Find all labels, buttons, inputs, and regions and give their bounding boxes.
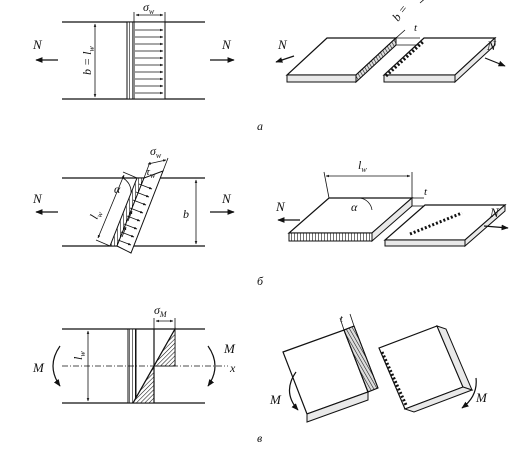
figure-v-stress-label: σM xyxy=(154,303,168,319)
figure-b-force-right: N xyxy=(221,191,232,206)
figure-v-length-label: lw xyxy=(71,351,87,360)
figure-v-moment-left: M xyxy=(32,360,45,375)
figure-v-iso-thickness-label: t xyxy=(340,314,343,325)
figure-a-isometric: b = t N N xyxy=(275,0,506,84)
figure-b-iso-force-right: N xyxy=(489,205,500,220)
figure-b-iso-length-label: lw xyxy=(358,158,367,174)
figure-b-width-label: b xyxy=(183,207,189,221)
figure-b-length-label: lw xyxy=(87,207,105,222)
figure-b-sigma-label: σw xyxy=(150,144,162,160)
figure-a-caption: а xyxy=(257,119,263,133)
figure-b-iso-angle-label: α xyxy=(351,200,358,214)
figure-a-iso-width-label: b = xyxy=(389,2,411,24)
figure-a-stress-arrows xyxy=(135,28,164,95)
figure-a-force-left: N xyxy=(32,37,43,52)
figure-b-iso-thickness-label: t xyxy=(424,186,428,198)
figure-a-stress-label: σw xyxy=(143,0,155,16)
figure-b-iso-force-left: N xyxy=(275,199,286,214)
figure-a-iso-force-left: N xyxy=(277,37,288,52)
figure-b-angle-label: α xyxy=(114,182,121,196)
figure-a-width-label: b = lw xyxy=(80,46,96,75)
figure-v-plan-view: σM x lw M M xyxy=(32,303,236,404)
figure-v-axis-label: x xyxy=(229,361,236,375)
figure-v-isometric: t M M xyxy=(269,313,488,423)
figure-a-plan-view: σw b = lw N N xyxy=(32,0,235,100)
figure-b-isometric: lw α t N N xyxy=(275,158,509,248)
figure-a-iso-thickness-label: t xyxy=(414,22,418,34)
figure-a-force-right: N xyxy=(221,37,232,52)
figure-v-moment-right: M xyxy=(223,341,236,356)
figure-b-force-left: N xyxy=(32,191,43,206)
figure-b-caption: б xyxy=(257,274,264,288)
figure-v-caption: в xyxy=(257,431,262,445)
figure-v-iso-moment-left: M xyxy=(269,392,282,407)
figure-b-tau-label: τw xyxy=(146,166,156,180)
figure-a-iso-force-right: N xyxy=(486,38,497,53)
figure-b-plan-view: σw τw lw α b N N xyxy=(32,144,235,254)
figure-v-iso-moment-right: M xyxy=(475,390,488,405)
